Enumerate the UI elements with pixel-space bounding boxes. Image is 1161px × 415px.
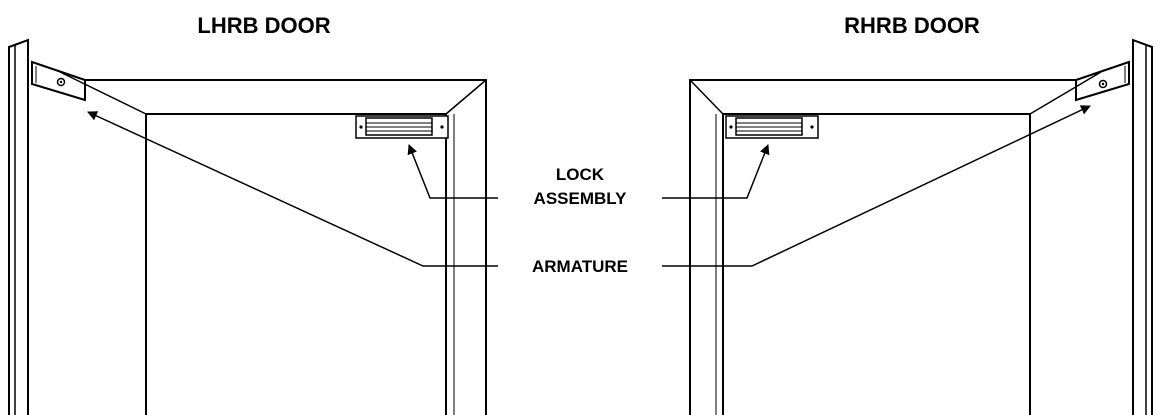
right-armature-plate [1075,60,1130,102]
left-door-leaf-outer [8,38,29,415]
left-door-title: LHRB DOOR [197,13,330,38]
left-door-swing-line [59,71,147,115]
lock-label-line1: LOCK [556,165,605,184]
right-door-title: RHRB DOOR [844,13,980,38]
left-armature-leader [87,111,498,267]
left-armature-plate [31,60,86,102]
right-door-leaf-outer [1132,38,1153,415]
left-lock-assembly [355,115,449,139]
left-lock-leader [407,144,498,199]
right-lock-assembly [725,115,819,139]
left-frame-inner [145,113,447,415]
left-door-drawing [8,38,498,415]
left-frame-miter [445,79,487,115]
right-door-drawing [662,38,1153,415]
right-door-swing-line [1029,71,1102,115]
right-armature-leader [662,105,1091,267]
right-frame-miter [689,79,724,115]
lock-label-line2: ASSEMBLY [534,189,628,208]
right-frame-inner [722,113,1031,415]
armature-label: ARMATURE [532,257,628,276]
right-lock-leader [662,144,770,199]
